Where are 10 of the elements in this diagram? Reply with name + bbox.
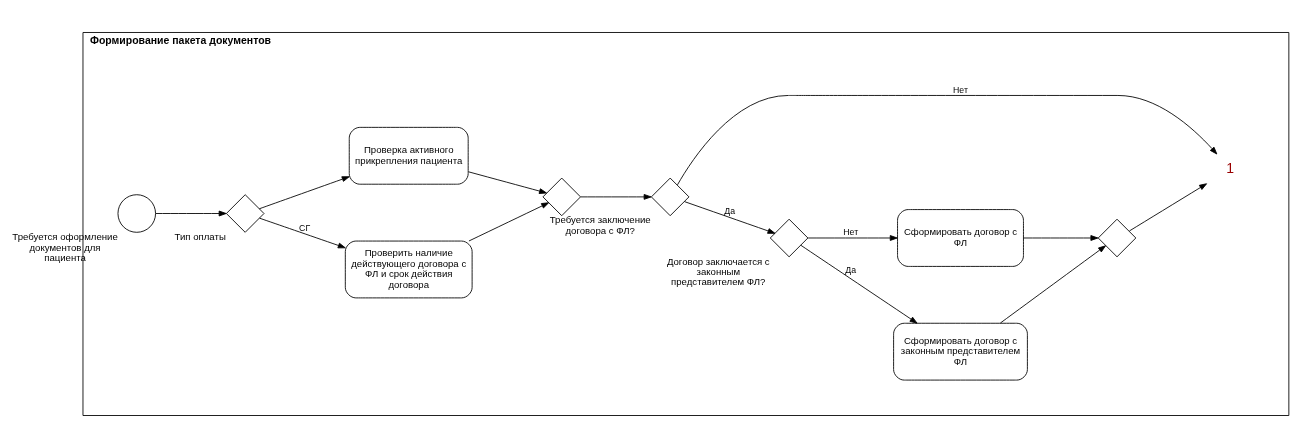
node-label: Тип оплаты	[174, 230, 226, 242]
edge-label: Нет	[843, 226, 859, 237]
node-label: Договор заключается с законным представителем ФЛ?	[666, 254, 770, 287]
edge-label: Да	[845, 264, 857, 275]
edge-label: Да	[724, 205, 736, 216]
node-label: Требуется оформление документов для пациента	[12, 230, 118, 263]
node-label: Требуется заключение договора с ФЛ?	[549, 213, 651, 236]
edge-label: СГ	[299, 222, 311, 233]
edge-label: Нет	[953, 84, 968, 95]
node-text: 1	[1226, 159, 1235, 176]
